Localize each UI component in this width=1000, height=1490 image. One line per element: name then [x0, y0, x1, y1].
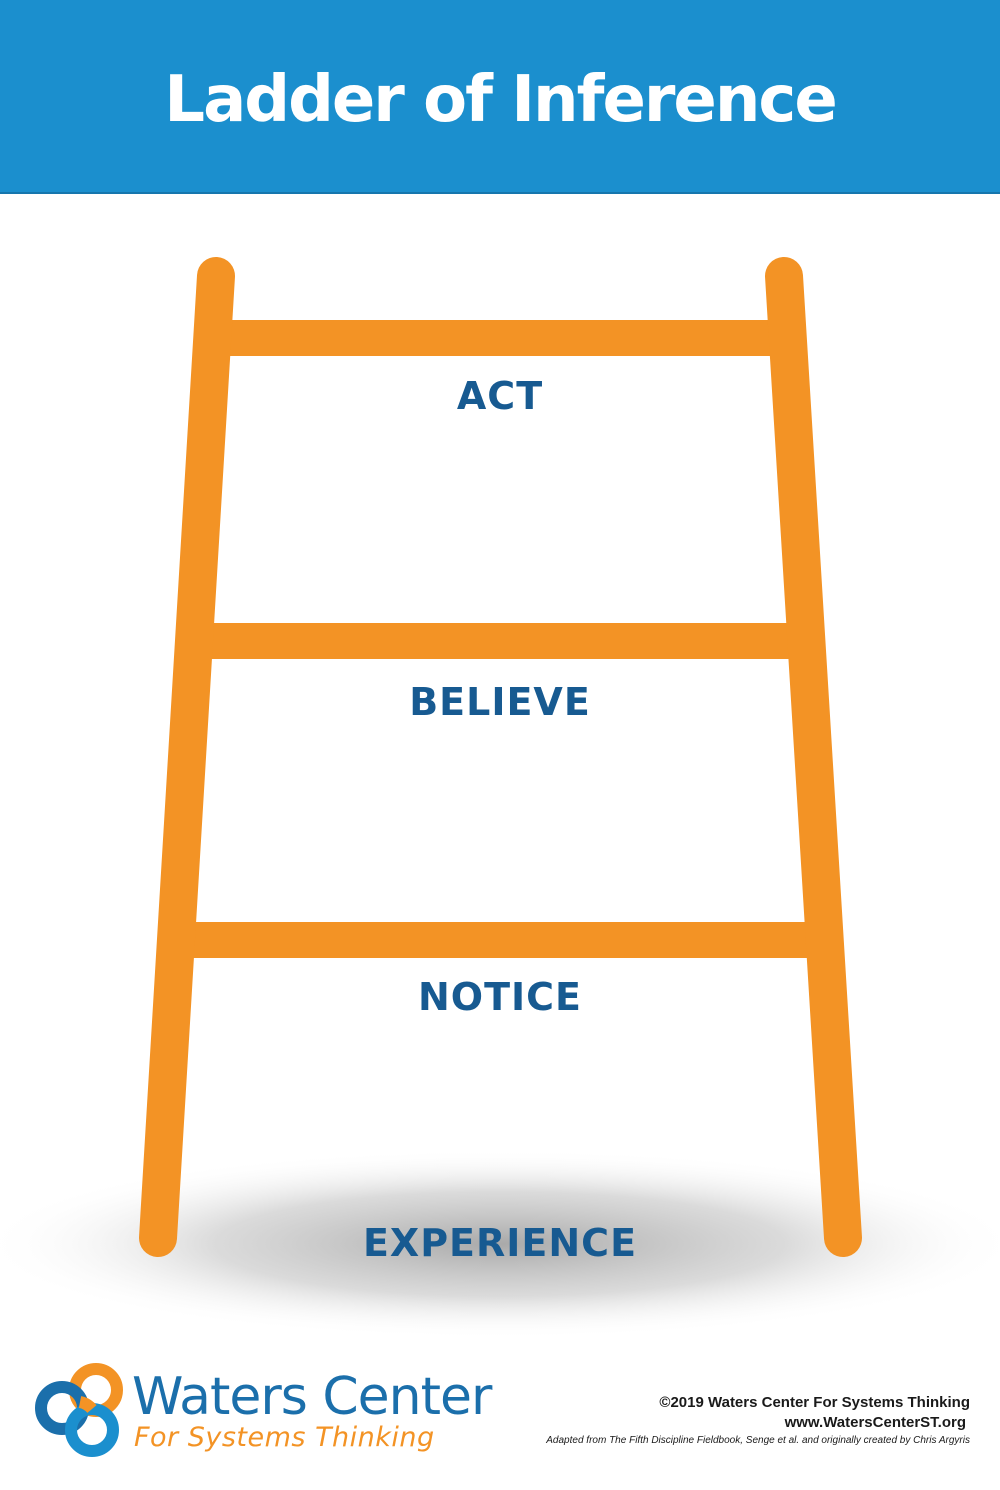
ladder-rung-bottom	[190, 922, 810, 958]
ladder-rail-right	[765, 257, 862, 1257]
ladder-rung-top	[228, 320, 772, 356]
waters-center-knot-icon	[35, 1363, 123, 1457]
rung-label-notice: NOTICE	[417, 975, 582, 1019]
rung-label-believe: BELIEVE	[409, 680, 591, 724]
website-link[interactable]: www.WatersCenterST.org	[784, 1414, 966, 1431]
copyright-text: ©2019 Waters Center For Systems Thinking	[659, 1394, 970, 1411]
rung-label-act: ACT	[456, 374, 544, 418]
ground-shadow	[0, 1149, 1000, 1339]
ladder-rung-middle	[208, 623, 792, 659]
ladder-rail-left	[139, 257, 235, 1257]
logo-name: Waters Center	[132, 1367, 492, 1427]
page-title: Ladder of Inference	[164, 63, 837, 137]
attribution-text: Adapted from The Fifth Discipline Fieldb…	[546, 1435, 970, 1446]
logo-tagline: For Systems Thinking	[134, 1422, 435, 1453]
header-banner: Ladder of Inference	[0, 0, 1000, 194]
ground-label-experience: EXPERIENCE	[362, 1221, 638, 1265]
credits-block: ©2019 Waters Center For Systems Thinking…	[546, 1393, 970, 1449]
